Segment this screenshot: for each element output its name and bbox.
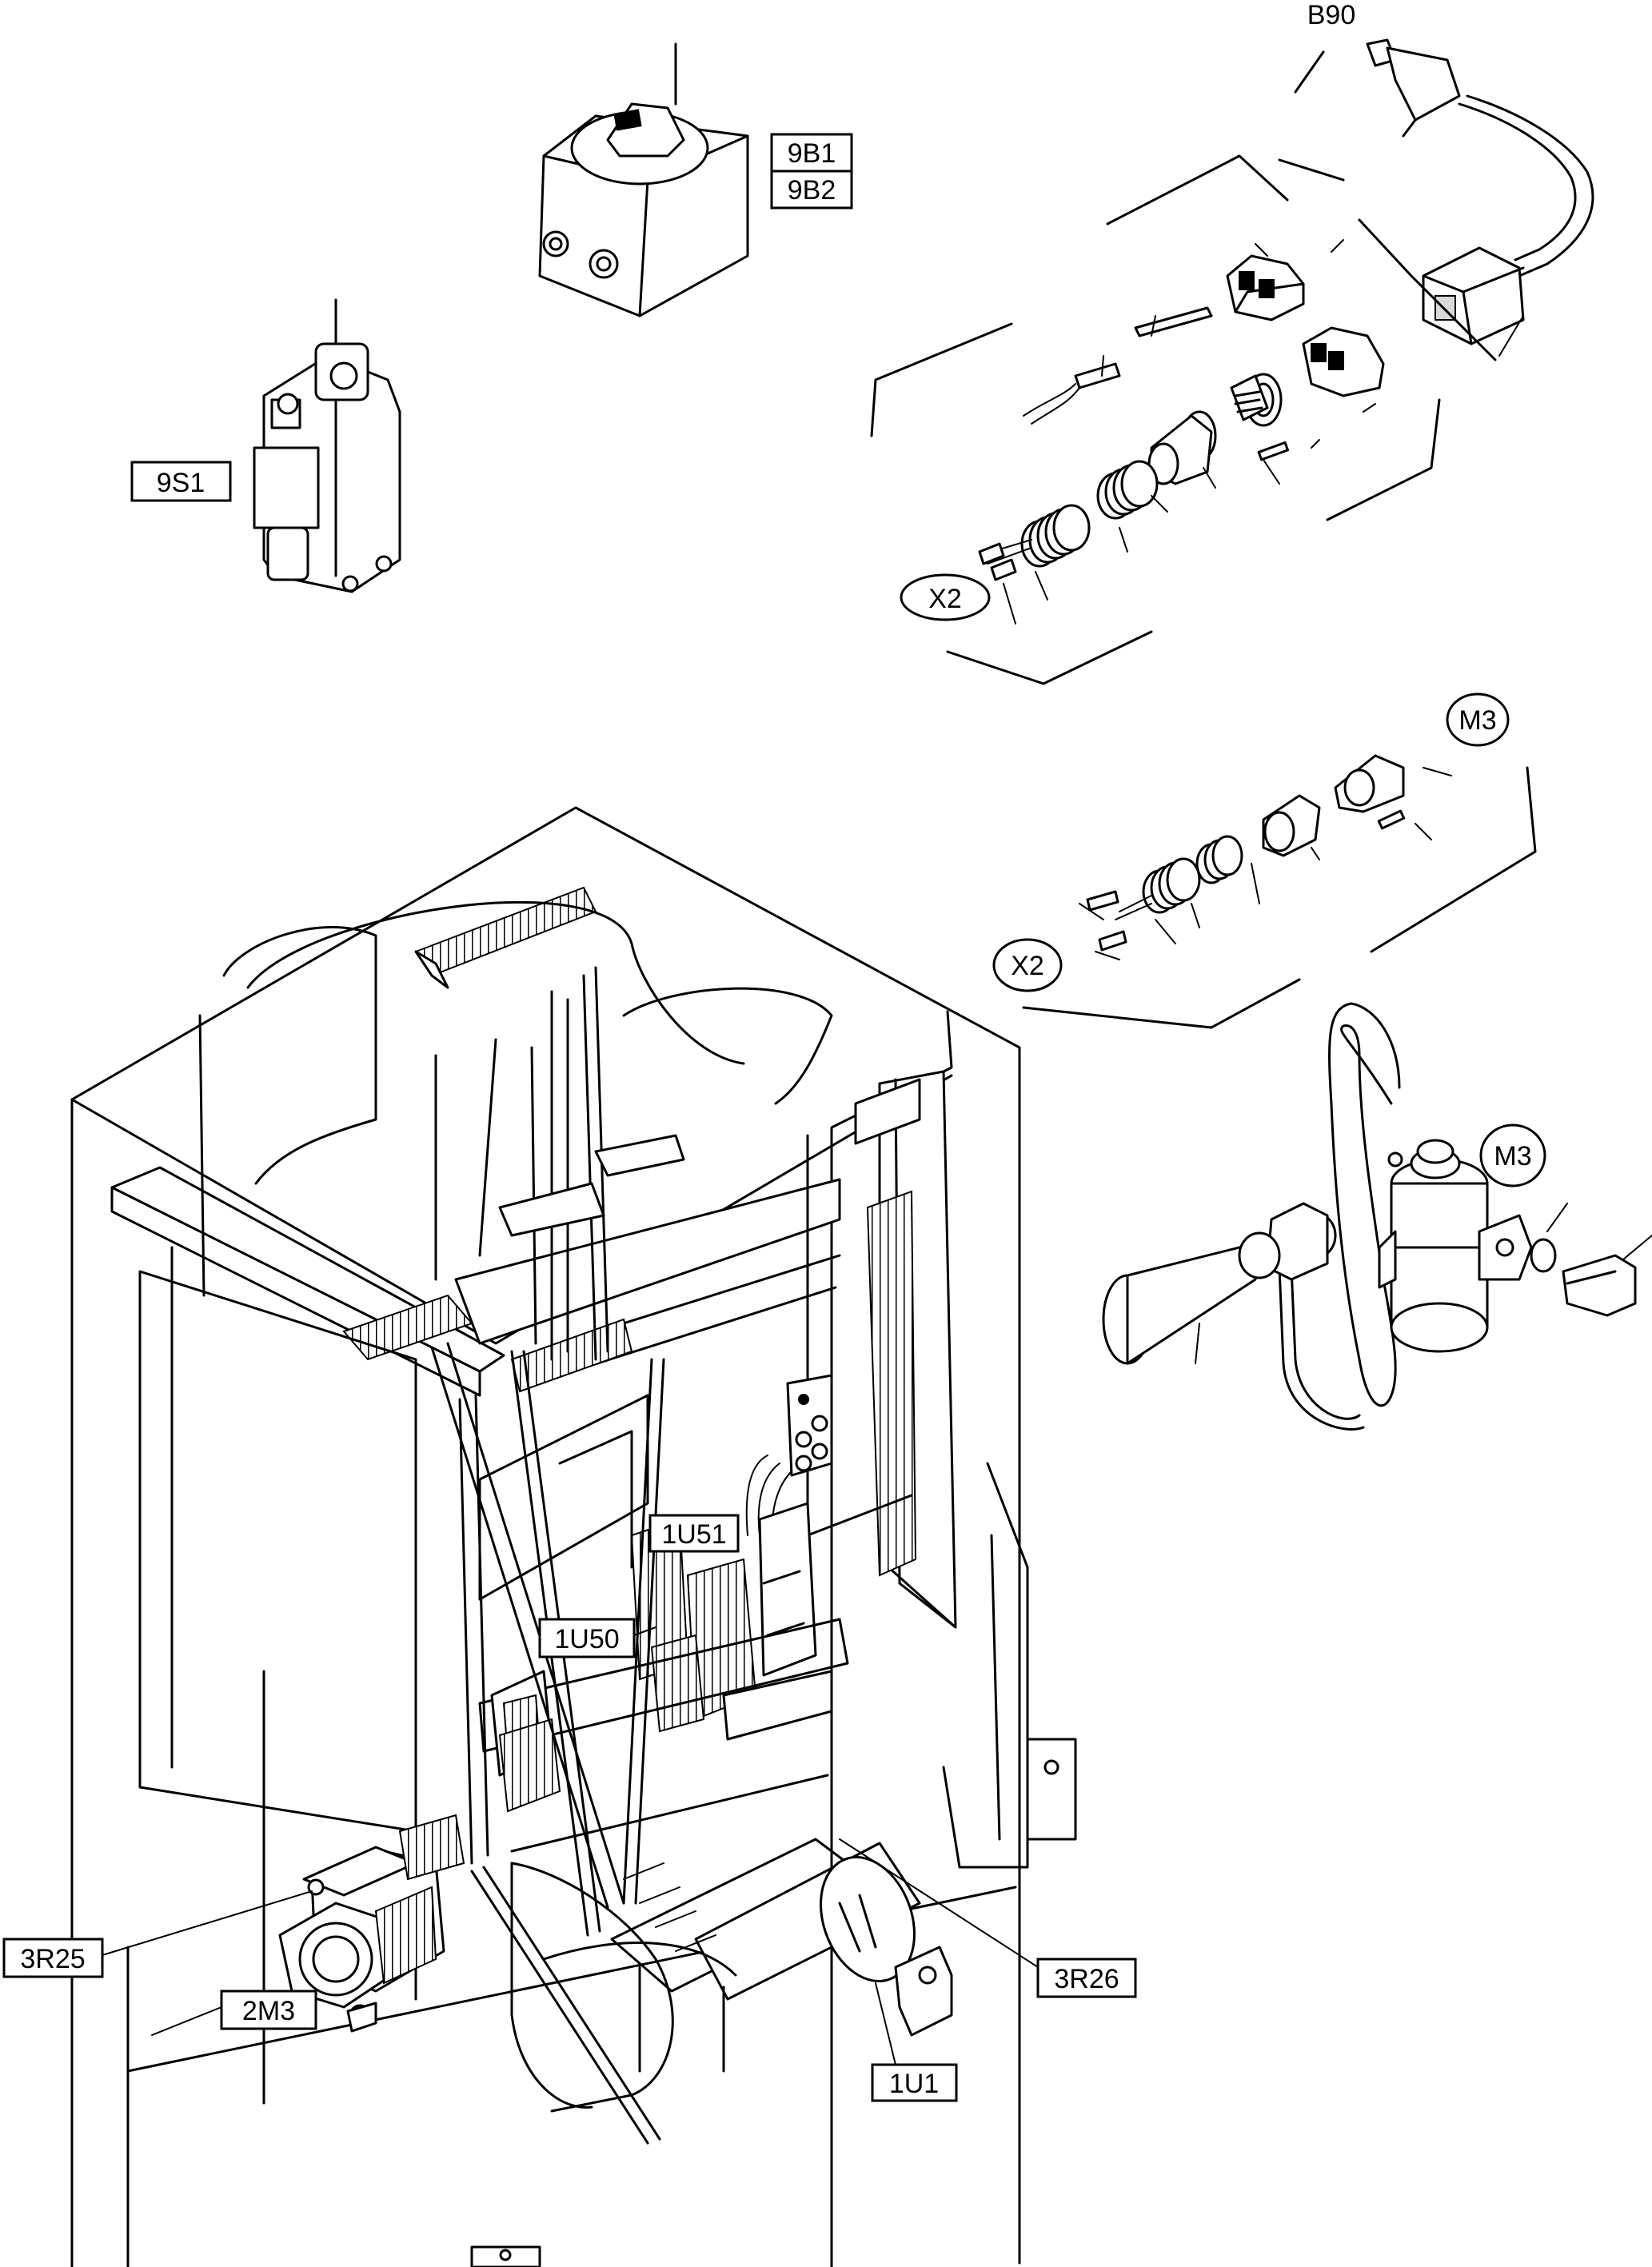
label-9b1: 9B1 (770, 133, 853, 173)
svg-text:X2: X2 (928, 584, 962, 614)
label-3r26: 3R26 (839, 1838, 1137, 1998)
label-3r25: 3R25 (2, 1890, 313, 1978)
svg-text:M3: M3 (1458, 705, 1496, 736)
svg-text:9B1: 9B1 (788, 138, 836, 169)
callout-x2-mid: X2 (992, 938, 1063, 992)
label-2m3: 2M3 (151, 1990, 317, 2036)
rotary-switch-box (538, 42, 749, 317)
cabinet (70, 806, 1077, 2267)
svg-text:9B2: 9B2 (788, 175, 836, 206)
svg-text:9S1: 9S1 (157, 468, 206, 498)
svg-text:M3: M3 (1494, 1141, 1531, 1171)
svg-text:1U50: 1U50 (554, 1624, 619, 1654)
connector-kit-b90 (870, 154, 1497, 685)
spring-coil-c (1195, 835, 1243, 884)
label-1u1: 1U1 (871, 1982, 958, 2102)
callout-m3-mid: M3 (1479, 1124, 1546, 1187)
label-1u50: 1U50 (538, 1618, 656, 1658)
spring-coil-a (1096, 460, 1159, 520)
spring-coil-d (1142, 857, 1201, 914)
label-b90: B90 (1307, 0, 1356, 30)
svg-text:1U1: 1U1 (889, 2069, 939, 2099)
connector-kit-m3 (1022, 754, 1537, 1029)
label-1u51: 1U51 (648, 1514, 740, 1553)
svg-text:X2: X2 (1011, 951, 1044, 981)
label-9s1: 9S1 (130, 461, 232, 502)
svg-text:3R25: 3R25 (20, 1944, 85, 1974)
svg-text:1U51: 1U51 (661, 1519, 726, 1550)
callout-x2-top: X2 (900, 573, 991, 621)
limit-switch (253, 298, 401, 593)
callout-m3-top: M3 (1446, 692, 1510, 747)
svg-text:2M3: 2M3 (242, 1996, 295, 2026)
horn-assembly (1102, 1002, 1652, 1431)
svg-text:3R26: 3R26 (1054, 1964, 1119, 1994)
label-9b2: 9B2 (770, 170, 853, 210)
spring-coil-b (1020, 504, 1091, 568)
